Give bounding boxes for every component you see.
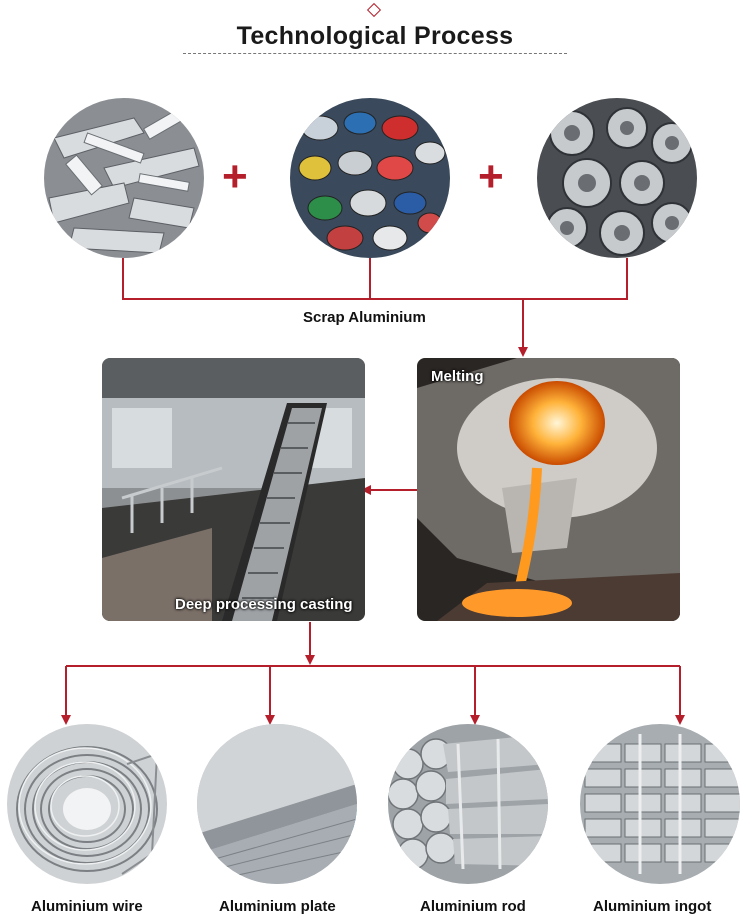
aluminium-cans-photo <box>290 98 450 258</box>
ingot-stack-photo <box>580 724 740 884</box>
molten-metal-pour-photo <box>417 358 680 621</box>
melting-caption: Melting <box>431 368 484 385</box>
aluminium-wheels-photo <box>537 98 697 258</box>
plus-icon: + <box>478 155 504 199</box>
rod-bundle-photo <box>388 724 548 884</box>
casting-conveyor-photo <box>102 358 365 621</box>
scrap-profiles-photo <box>44 98 204 258</box>
wire-coil-photo <box>7 724 167 884</box>
product-label-plate: Aluminium plate <box>219 898 336 915</box>
scrap-aluminium-label: Scrap Aluminium <box>303 309 426 326</box>
product-label-ingot: Aluminium ingot <box>593 898 711 915</box>
casting-caption: Deep processing casting <box>175 596 353 613</box>
product-label-rod: Aluminium rod <box>420 898 526 915</box>
product-label-wire: Aluminium wire <box>31 898 143 915</box>
plate-stack-photo <box>197 724 357 884</box>
scrap-collector-line <box>123 258 627 299</box>
plus-icon: + <box>222 155 248 199</box>
